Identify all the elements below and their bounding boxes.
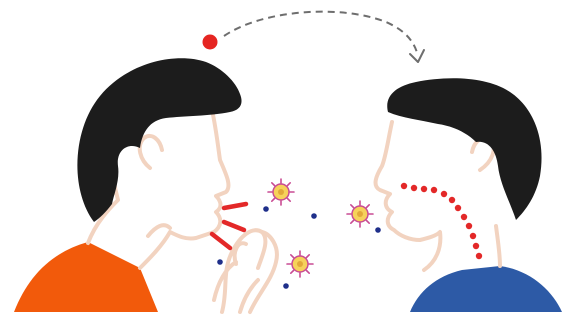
- particle-dot: [311, 213, 317, 219]
- particle-dot: [375, 227, 381, 233]
- virus-icon: [287, 251, 313, 277]
- particle-dot: [283, 283, 289, 289]
- particle-dot: [263, 206, 269, 212]
- virus-icon: [347, 201, 373, 227]
- droplet-icon: [203, 35, 218, 50]
- virus-icon: [268, 179, 294, 205]
- particle-dot: [217, 259, 223, 265]
